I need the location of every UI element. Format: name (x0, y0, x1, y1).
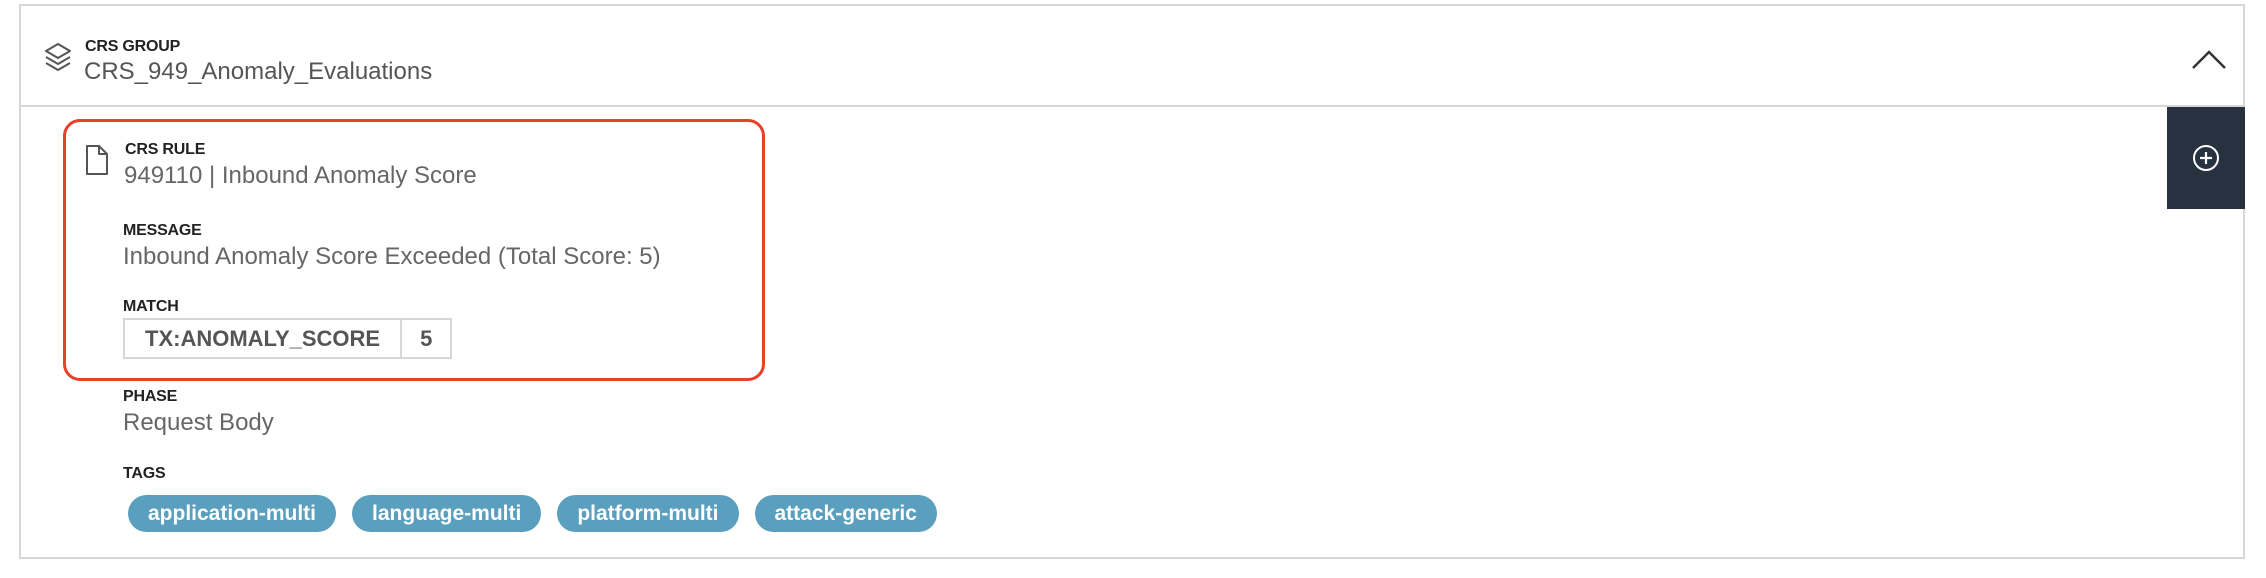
match-table: TX:ANOMALY_SCORE 5 (123, 318, 453, 359)
crs-group-header[interactable]: CRS GROUP CRS_949_Anomaly_Evaluations (21, 6, 2243, 107)
crs-group-label: CRS GROUP (85, 38, 181, 55)
highlight-box (63, 119, 765, 381)
tag: attack-generic (754, 495, 937, 532)
tag-list: application-multi language-multi platfor… (128, 495, 937, 532)
match-variable: TX:ANOMALY_SCORE (145, 325, 381, 351)
tag: language-multi (352, 495, 542, 532)
tag: platform-multi (557, 495, 739, 532)
document-icon (86, 145, 108, 175)
phase-label: PHASE (123, 388, 178, 405)
match-value: 5 (400, 320, 450, 357)
layers-icon (45, 43, 71, 71)
add-button[interactable] (2167, 107, 2245, 209)
crs-group-panel: CRS GROUP CRS_949_Anomaly_Evaluations CR… (19, 4, 2245, 559)
crs-rule-label: CRS RULE (125, 141, 206, 158)
message-value: Inbound Anomaly Score Exceeded (Total Sc… (123, 243, 661, 270)
tags-label: TAGS (123, 465, 166, 482)
crs-group-name: CRS_949_Anomaly_Evaluations (84, 58, 433, 85)
message-label: MESSAGE (123, 222, 202, 239)
crs-rule-value: 949110 | Inbound Anomaly Score (124, 162, 477, 189)
tag: application-multi (128, 495, 336, 532)
phase-value: Request Body (123, 409, 274, 436)
chevron-up-icon[interactable] (2189, 46, 2229, 76)
plus-circle-icon (2193, 145, 2219, 171)
match-label: MATCH (123, 298, 179, 315)
